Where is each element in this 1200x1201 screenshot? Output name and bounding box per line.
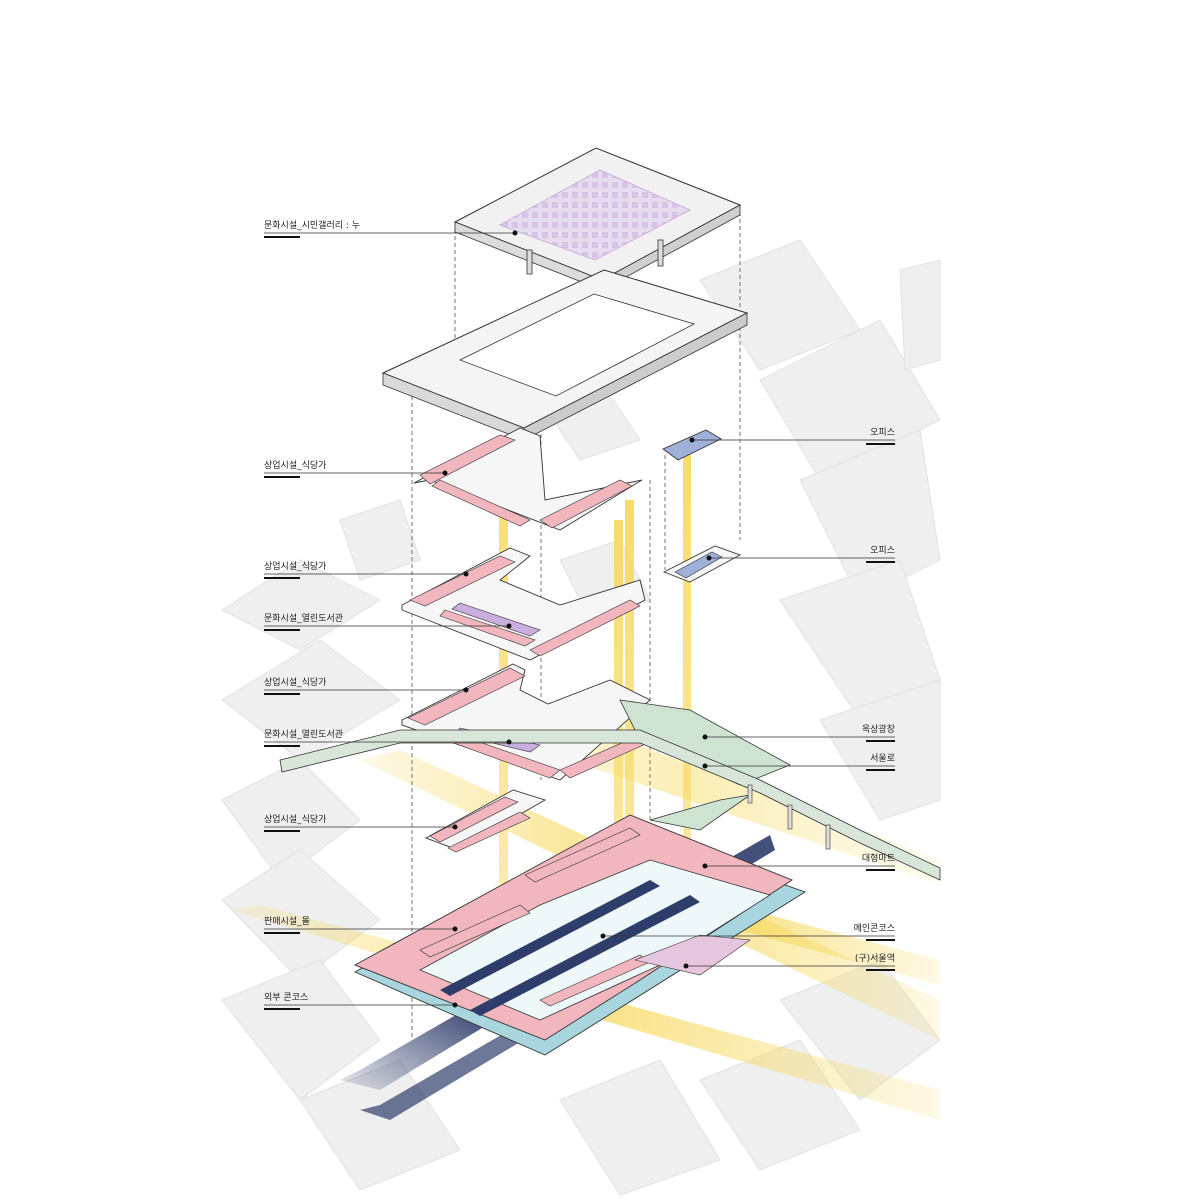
label-office-2: 오피스: [870, 545, 895, 556]
office-block-1: [662, 429, 722, 461]
label-gallery: 문화시설_시민갤러리 : 누: [264, 219, 360, 231]
left-dots: [442, 230, 518, 1008]
label-mall: 판매시설_몰: [264, 916, 310, 927]
ground-station-level: [353, 814, 807, 1056]
left-underlines: [264, 236, 300, 1010]
label-commercial-2: 상업시설_식당가: [264, 561, 326, 572]
level-2-commercial-library: [401, 547, 646, 661]
label-main-concourse: 메인콘코스: [854, 923, 895, 934]
right-annotations: [603, 439, 895, 967]
label-commercial-1: 상업시설_식당가: [264, 460, 326, 471]
seoullo-bridge: [279, 729, 941, 881]
label-rooftop-plaza: 옥상광장: [862, 723, 895, 735]
label-outer-concourse: 외부 콘코스: [264, 991, 308, 1003]
roof-frame-level: [381, 269, 749, 441]
office-block-2: [662, 545, 742, 583]
level-4-commercial: [424, 789, 547, 853]
label-seoullo: 서울로: [870, 753, 895, 764]
label-library-2: 문화시설_열린도서관: [264, 729, 343, 740]
label-old-station: (구)서울역: [855, 953, 895, 964]
right-underlines: [866, 443, 895, 971]
label-commercial-4: 상업시설_식당가: [264, 814, 326, 825]
label-library-1: 문화시설_열린도서관: [264, 613, 343, 624]
label-hypermarket: 대형마트: [862, 853, 895, 864]
right-dots: [600, 437, 712, 969]
label-commercial-3: 상업시설_식당가: [264, 677, 326, 688]
left-annotations: [264, 232, 515, 1006]
level-1-commercial: [413, 427, 643, 531]
label-office-1: 오피스: [870, 427, 895, 438]
roof-gallery-level: [453, 147, 742, 304]
